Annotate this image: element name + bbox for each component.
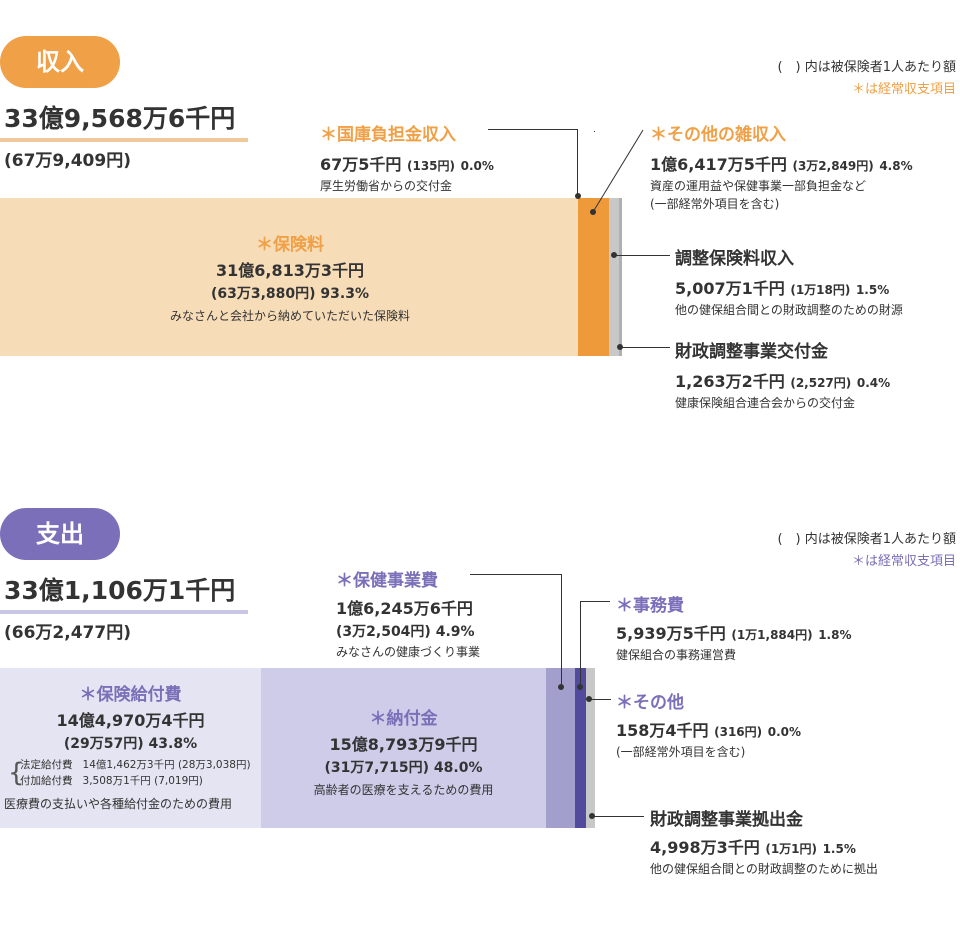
income-item-koufukin: 財政調整事業交付金 1,263万2千円 (2,527円) 0.4% 健康保険組合…: [675, 337, 890, 412]
income-zatsu-label: ＊その他の雑収入: [650, 125, 786, 145]
income-koufukin-leader: [622, 347, 670, 348]
expense-jimu-amount-line: 5,939万5千円 (1万1,884円) 1.8%: [616, 624, 852, 643]
income-hokenryo-per-pct: (63万3,880円) 93.3%: [210, 286, 369, 302]
expense-noufu-desc: 高齢者の医療を支えるための費用: [313, 783, 494, 797]
expense-jimu-dot: [577, 684, 583, 690]
expense-bar-hoken: [546, 668, 575, 828]
expense-note: ( ) 内は被保険者1人あたり額: [777, 532, 956, 547]
income-kokko-leader-h: [488, 129, 578, 130]
expense-per-person: (66万2,477円): [4, 623, 131, 643]
income-chosei-desc: 他の健保組合間との財政調整のための財源: [675, 303, 903, 317]
expense-item-hoken: ＊保健事業費 1億6,245万6千円 (3万2,504円) 4.9% みなさんの…: [336, 566, 480, 661]
expense-hoken-label: ＊保健事業費: [336, 571, 438, 591]
expense-kyoshutsu-dot: [589, 813, 595, 819]
expense-jimu-leader-h: [580, 601, 610, 602]
expense-jimu-leader-v: [580, 601, 581, 685]
income-kokko-dot: [575, 193, 581, 199]
expense-hoken-desc: みなさんの健康づくり事業: [336, 645, 481, 659]
income-bar-chosei: [609, 198, 619, 356]
income-star-note: ＊は経常収支項目: [851, 82, 956, 97]
income-bar-koufukin: [619, 198, 622, 356]
income-chosei-amount-line: 5,007万1千円 (1万18円) 1.5%: [675, 279, 890, 298]
income-koufukin-dot: [617, 344, 623, 350]
expense-bar-kyoshutsu: [586, 668, 595, 828]
income-hokenryo-label: ＊保険料: [256, 235, 324, 255]
expense-kyufu-per-pct: (29万57円) 43.8%: [63, 736, 198, 752]
expense-kyoshutsu-label: 財政調整事業拠出金: [650, 810, 803, 830]
expense-noufu-per-pct: (31万7,715円) 48.0%: [324, 760, 483, 776]
expense-kyoshutsu-amount-line: 4,998万3千円 (1万1円) 1.5%: [650, 838, 856, 857]
income-per-person: (67万9,409円): [4, 151, 131, 171]
income-bar-sonota: [578, 198, 609, 356]
income-zatsu-leader: [594, 131, 595, 132]
income-title-badge: 収入: [0, 36, 120, 88]
income-koufukin-desc: 健康保険組合連合会からの交付金: [675, 396, 856, 410]
expense-item-sonota: ＊その他 158万4千円 (316円) 0.0% (一部経常外項目を含む): [616, 688, 801, 761]
expense-kyoshutsu-desc: 他の健保組合間との財政調整のために拠出: [650, 862, 878, 876]
expense-bar-noufu: [261, 668, 546, 828]
income-chosei-leader: [614, 255, 670, 256]
expense-hoken-per-pct: (3万2,504円) 4.9%: [336, 624, 475, 640]
income-item-kokko: ＊国庫負担金収入 67万5千円 (135円) 0.0% 厚生労働省からの交付金: [320, 120, 494, 195]
income-hokenryo-amount: 31億6,813万3千円: [215, 261, 364, 280]
expense-item-kyoshutsu: 財政調整事業拠出金 4,998万3千円 (1万1円) 1.5% 他の健保組合間と…: [650, 805, 878, 878]
expense-hoken-amount: 1億6,245万6千円: [336, 599, 473, 618]
expense-noufu-amount: 15億8,793万9千円: [329, 735, 478, 754]
expense-kyufu-desc: 医療費の支払いや各種給付金のための費用: [4, 797, 233, 811]
income-bar-hokenryo: [0, 198, 578, 356]
expense-kyufu-breakdown: { 法定給付費 14億1,462万3千円 (28万3,038円) 付加給付費 3…: [0, 757, 261, 789]
expense-sonota-dot: [586, 696, 592, 702]
income-zatsu-leader-svg: [590, 129, 644, 215]
expense-jimu-label: ＊事務費: [616, 596, 684, 616]
expense-bar-jimu: [575, 668, 586, 828]
expense-hoken-dot: [558, 684, 564, 690]
expense-sonota-amount-line: 158万4千円 (316円) 0.0%: [616, 721, 802, 740]
expense-star-note: ＊は経常収支項目: [851, 554, 956, 569]
expense-total: 33億1,106万1千円: [4, 576, 236, 605]
income-kokko-desc: 厚生労働省からの交付金: [320, 179, 453, 193]
expense-item-noufu: ＊納付金 15億8,793万9千円 (31万7,715円) 48.0% 高齢者の…: [261, 704, 546, 799]
expense-hoken-leader-v: [561, 574, 562, 684]
income-hokenryo-desc: みなさんと会社から納めていただいた保険料: [169, 309, 410, 323]
income-zatsu-amount-line: 1億6,417万5千円 (3万2,849円) 4.8%: [650, 155, 913, 174]
income-item-hokenryo: ＊保険料 31億6,813万3千円 (63万3,880円) 93.3% みなさん…: [140, 230, 440, 325]
expense-kyufu-label: ＊保険給付費: [79, 685, 182, 705]
expense-kyufu-amount: 14億4,970万4千円: [56, 711, 205, 730]
expense-item-kyufu: ＊保険給付費 14億4,970万4千円 (29万57円) 43.8% { 法定給…: [0, 680, 261, 813]
income-koufukin-label: 財政調整事業交付金: [675, 342, 828, 362]
expense-item-jimu: ＊事務費 5,939万5千円 (1万1,884円) 1.8% 健保組合の事務運営…: [616, 591, 851, 664]
expense-kyufu-sub-houtei: 法定給付費 14億1,462万3千円 (28万3,038円): [20, 759, 251, 771]
expense-sonota-leader: [589, 699, 611, 700]
income-koufukin-amount-line: 1,263万2千円 (2,527円) 0.4%: [675, 372, 891, 391]
income-total-underline: [0, 138, 248, 142]
expense-kyoshutsu-leader: [594, 816, 644, 817]
expense-hoken-leader-h: [470, 574, 562, 575]
income-chosei-dot: [611, 252, 617, 258]
income-kokko-leader-v: [577, 129, 578, 196]
expense-total-underline: [0, 610, 248, 614]
expense-kyufu-sub-fuka: 付加給付費 3,508万1千円 (7,019円): [20, 775, 203, 787]
income-note: ( ) 内は被保険者1人あたり額: [777, 60, 956, 75]
expense-title-badge: 支出: [0, 508, 120, 560]
income-chosei-label: 調整保険料収入: [675, 249, 794, 269]
brace-icon: {: [8, 758, 25, 788]
expense-bar-kyufu: [0, 668, 261, 828]
income-zatsu-desc2: (一部経常外項目を含む): [650, 197, 780, 211]
expense-noufu-label: ＊納付金: [369, 709, 438, 729]
income-zatsu-desc: 資産の運用益や保健事業一部負担金など: [650, 179, 867, 193]
income-kokko-amount-line: 67万5千円 (135円) 0.0%: [320, 155, 494, 174]
income-item-chosei: 調整保険料収入 5,007万1千円 (1万18円) 1.5% 他の健保組合間との…: [675, 244, 903, 319]
income-kokko-label: ＊国庫負担金収入: [320, 125, 456, 145]
expense-sonota-label: ＊その他: [616, 693, 684, 713]
income-total: 33億9,568万6千円: [4, 104, 236, 133]
expense-jimu-desc: 健保組合の事務運営費: [616, 648, 737, 662]
expense-sonota-desc: (一部経常外項目を含む): [616, 745, 746, 759]
income-item-zatsu: ＊その他の雑収入 1億6,417万5千円 (3万2,849円) 4.8% 資産の…: [650, 120, 913, 213]
